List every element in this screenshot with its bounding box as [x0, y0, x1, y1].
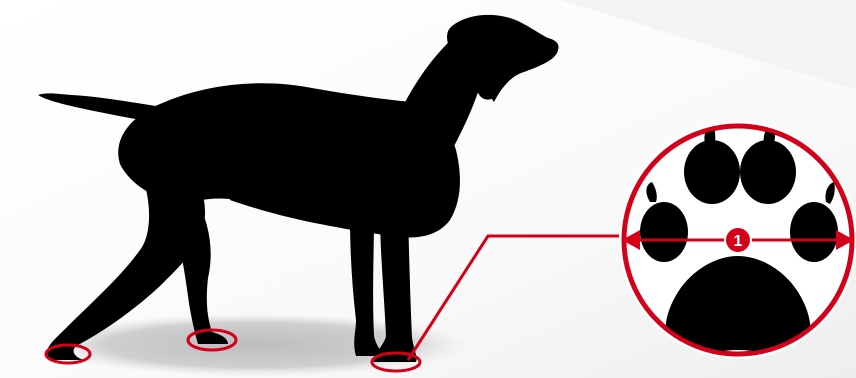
paw-magnifier: 1 — [619, 121, 856, 359]
measurement-badge-label: 1 — [734, 233, 743, 250]
measurement-badge: 1 — [725, 227, 751, 253]
